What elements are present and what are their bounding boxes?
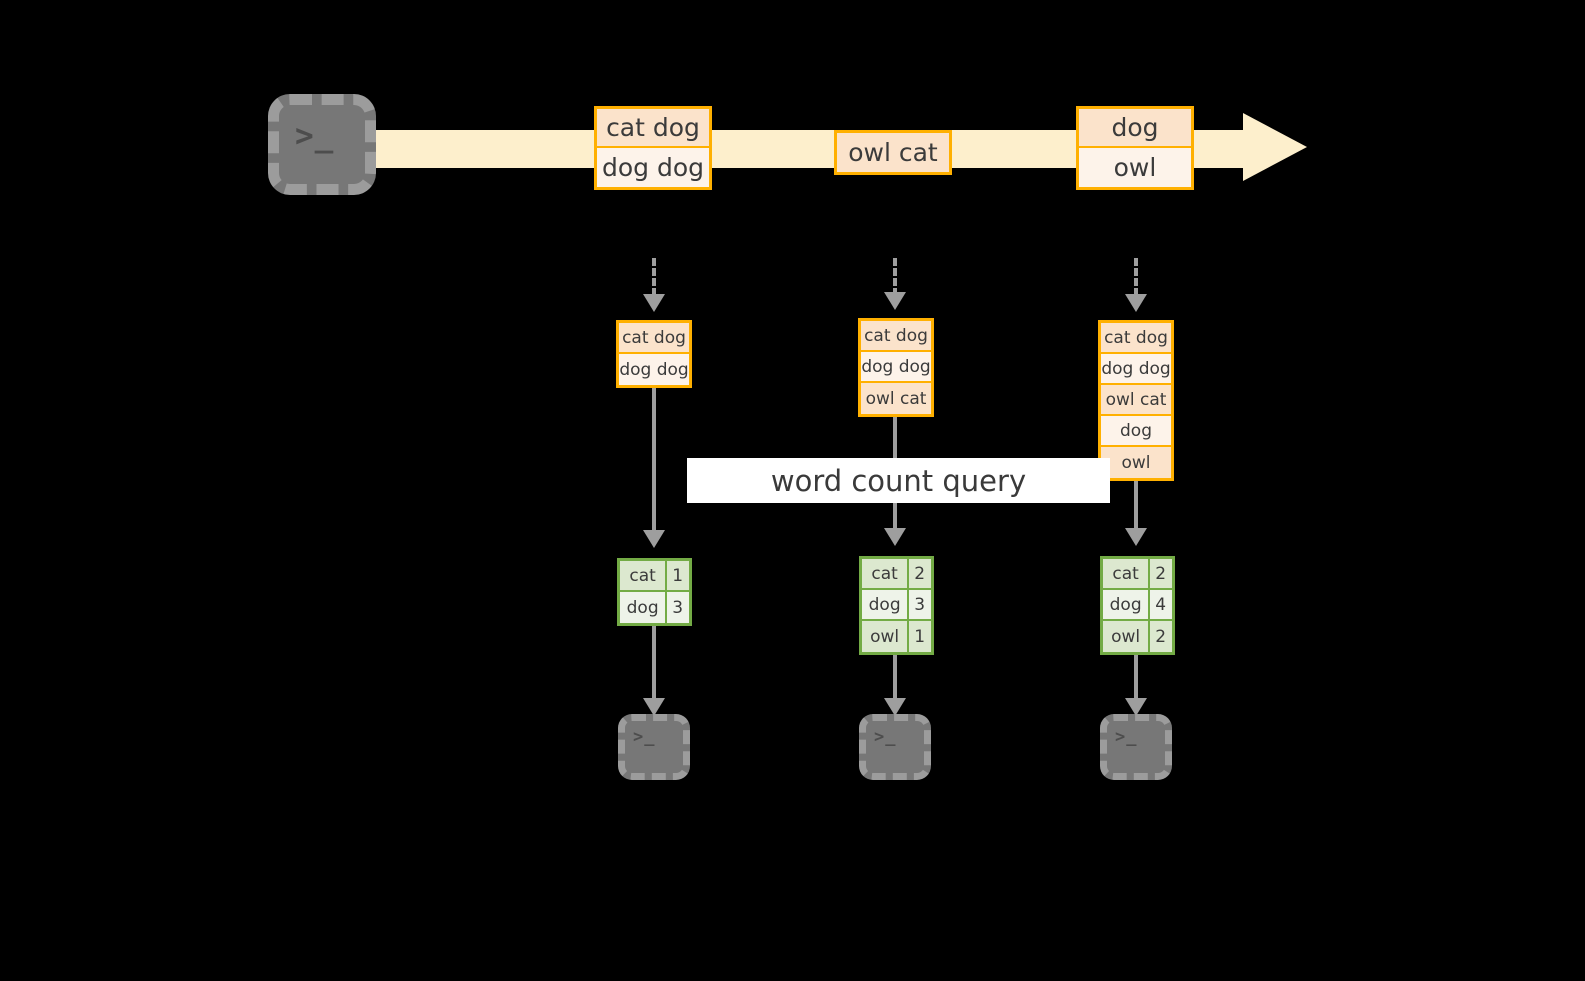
stream-record-line: dog dog: [597, 148, 709, 187]
terminal-prompt-glyph: >_: [633, 727, 656, 747]
stream-record-line: owl: [1079, 148, 1191, 187]
sink-arrowhead-1-icon: [643, 698, 665, 716]
result-row: cat 2: [1103, 559, 1172, 590]
result-word: dog: [620, 592, 668, 623]
query-arrowhead-1-icon: [643, 530, 665, 548]
result-count: 1: [909, 621, 931, 652]
sink-arrowhead-2-icon: [884, 698, 906, 716]
sink-connector-3: [1134, 654, 1138, 700]
sink-terminal-icon-1: >_: [618, 714, 690, 780]
sink-terminal-icon-3: >_: [1100, 714, 1172, 780]
result-row: dog 3: [862, 590, 931, 621]
trigger-connector-3: [1134, 258, 1138, 296]
result-row: cat 1: [620, 561, 689, 592]
sink-connector-1: [652, 624, 656, 700]
trigger-arrowhead-2-icon: [884, 292, 906, 310]
query-label: word count query: [687, 458, 1110, 503]
stream-arrowhead-icon: [1243, 113, 1307, 181]
sink-terminal-icon-2: >_: [859, 714, 931, 780]
query-arrowhead-3-icon: [1125, 528, 1147, 546]
batch-table-1: cat dog dog dog: [616, 320, 692, 388]
batch-row: dog: [1101, 416, 1171, 447]
result-row: cat 2: [862, 559, 931, 590]
result-count: 1: [667, 561, 689, 590]
result-table-3: cat 2 dog 4 owl 2: [1100, 556, 1175, 655]
batch-row: owl: [1101, 447, 1171, 478]
result-table-2: cat 2 dog 3 owl 1: [859, 556, 934, 655]
batch-row: cat dog: [861, 321, 931, 352]
result-count: 2: [1150, 559, 1172, 588]
terminal-prompt-glyph: >_: [874, 727, 897, 747]
result-count: 4: [1150, 590, 1172, 619]
stream-record-2: owl cat: [834, 130, 952, 175]
stream-record-3: dog owl: [1076, 106, 1194, 190]
trigger-arrowhead-3-icon: [1125, 294, 1147, 312]
query-connector-3: [1134, 474, 1138, 530]
result-row: dog 3: [620, 592, 689, 623]
result-table-1: cat 1 dog 3: [617, 558, 692, 626]
trigger-connector-2: [893, 258, 897, 296]
stream-record-line: dog: [1079, 109, 1191, 148]
result-word: dog: [862, 590, 910, 619]
result-count: 2: [909, 559, 931, 588]
result-count: 3: [667, 592, 689, 623]
stream-record-line: owl cat: [837, 133, 949, 172]
batch-row: cat dog: [619, 323, 689, 354]
terminal-prompt-glyph: >_: [1115, 727, 1138, 747]
batch-row: dog dog: [1101, 354, 1171, 385]
query-arrowhead-2-icon: [884, 528, 906, 546]
batch-row: owl cat: [1101, 385, 1171, 416]
trigger-arrowhead-1-icon: [643, 294, 665, 312]
result-word: owl: [862, 621, 910, 652]
trigger-connector-1: [652, 258, 656, 296]
result-row: dog 4: [1103, 590, 1172, 621]
result-count: 3: [909, 590, 931, 619]
terminal-prompt-glyph: >_: [295, 118, 335, 154]
batch-row: owl cat: [861, 383, 931, 414]
result-word: cat: [620, 561, 668, 590]
stream-record-1: cat dog dog dog: [594, 106, 712, 190]
batch-row: dog dog: [619, 354, 689, 385]
result-word: owl: [1103, 621, 1151, 652]
stream-record-line: cat dog: [597, 109, 709, 148]
query-connector-1: [652, 382, 656, 532]
sink-connector-2: [893, 654, 897, 700]
sink-arrowhead-3-icon: [1125, 698, 1147, 716]
batch-table-2: cat dog dog dog owl cat: [858, 318, 934, 417]
batch-row: dog dog: [861, 352, 931, 383]
result-word: dog: [1103, 590, 1151, 619]
result-row: owl 2: [1103, 621, 1172, 652]
result-count: 2: [1150, 621, 1172, 652]
batch-table-3: cat dog dog dog owl cat dog owl: [1098, 320, 1174, 481]
result-word: cat: [862, 559, 910, 588]
result-row: owl 1: [862, 621, 931, 652]
result-word: cat: [1103, 559, 1151, 588]
source-terminal-icon: >_: [268, 94, 376, 195]
batch-row: cat dog: [1101, 323, 1171, 354]
